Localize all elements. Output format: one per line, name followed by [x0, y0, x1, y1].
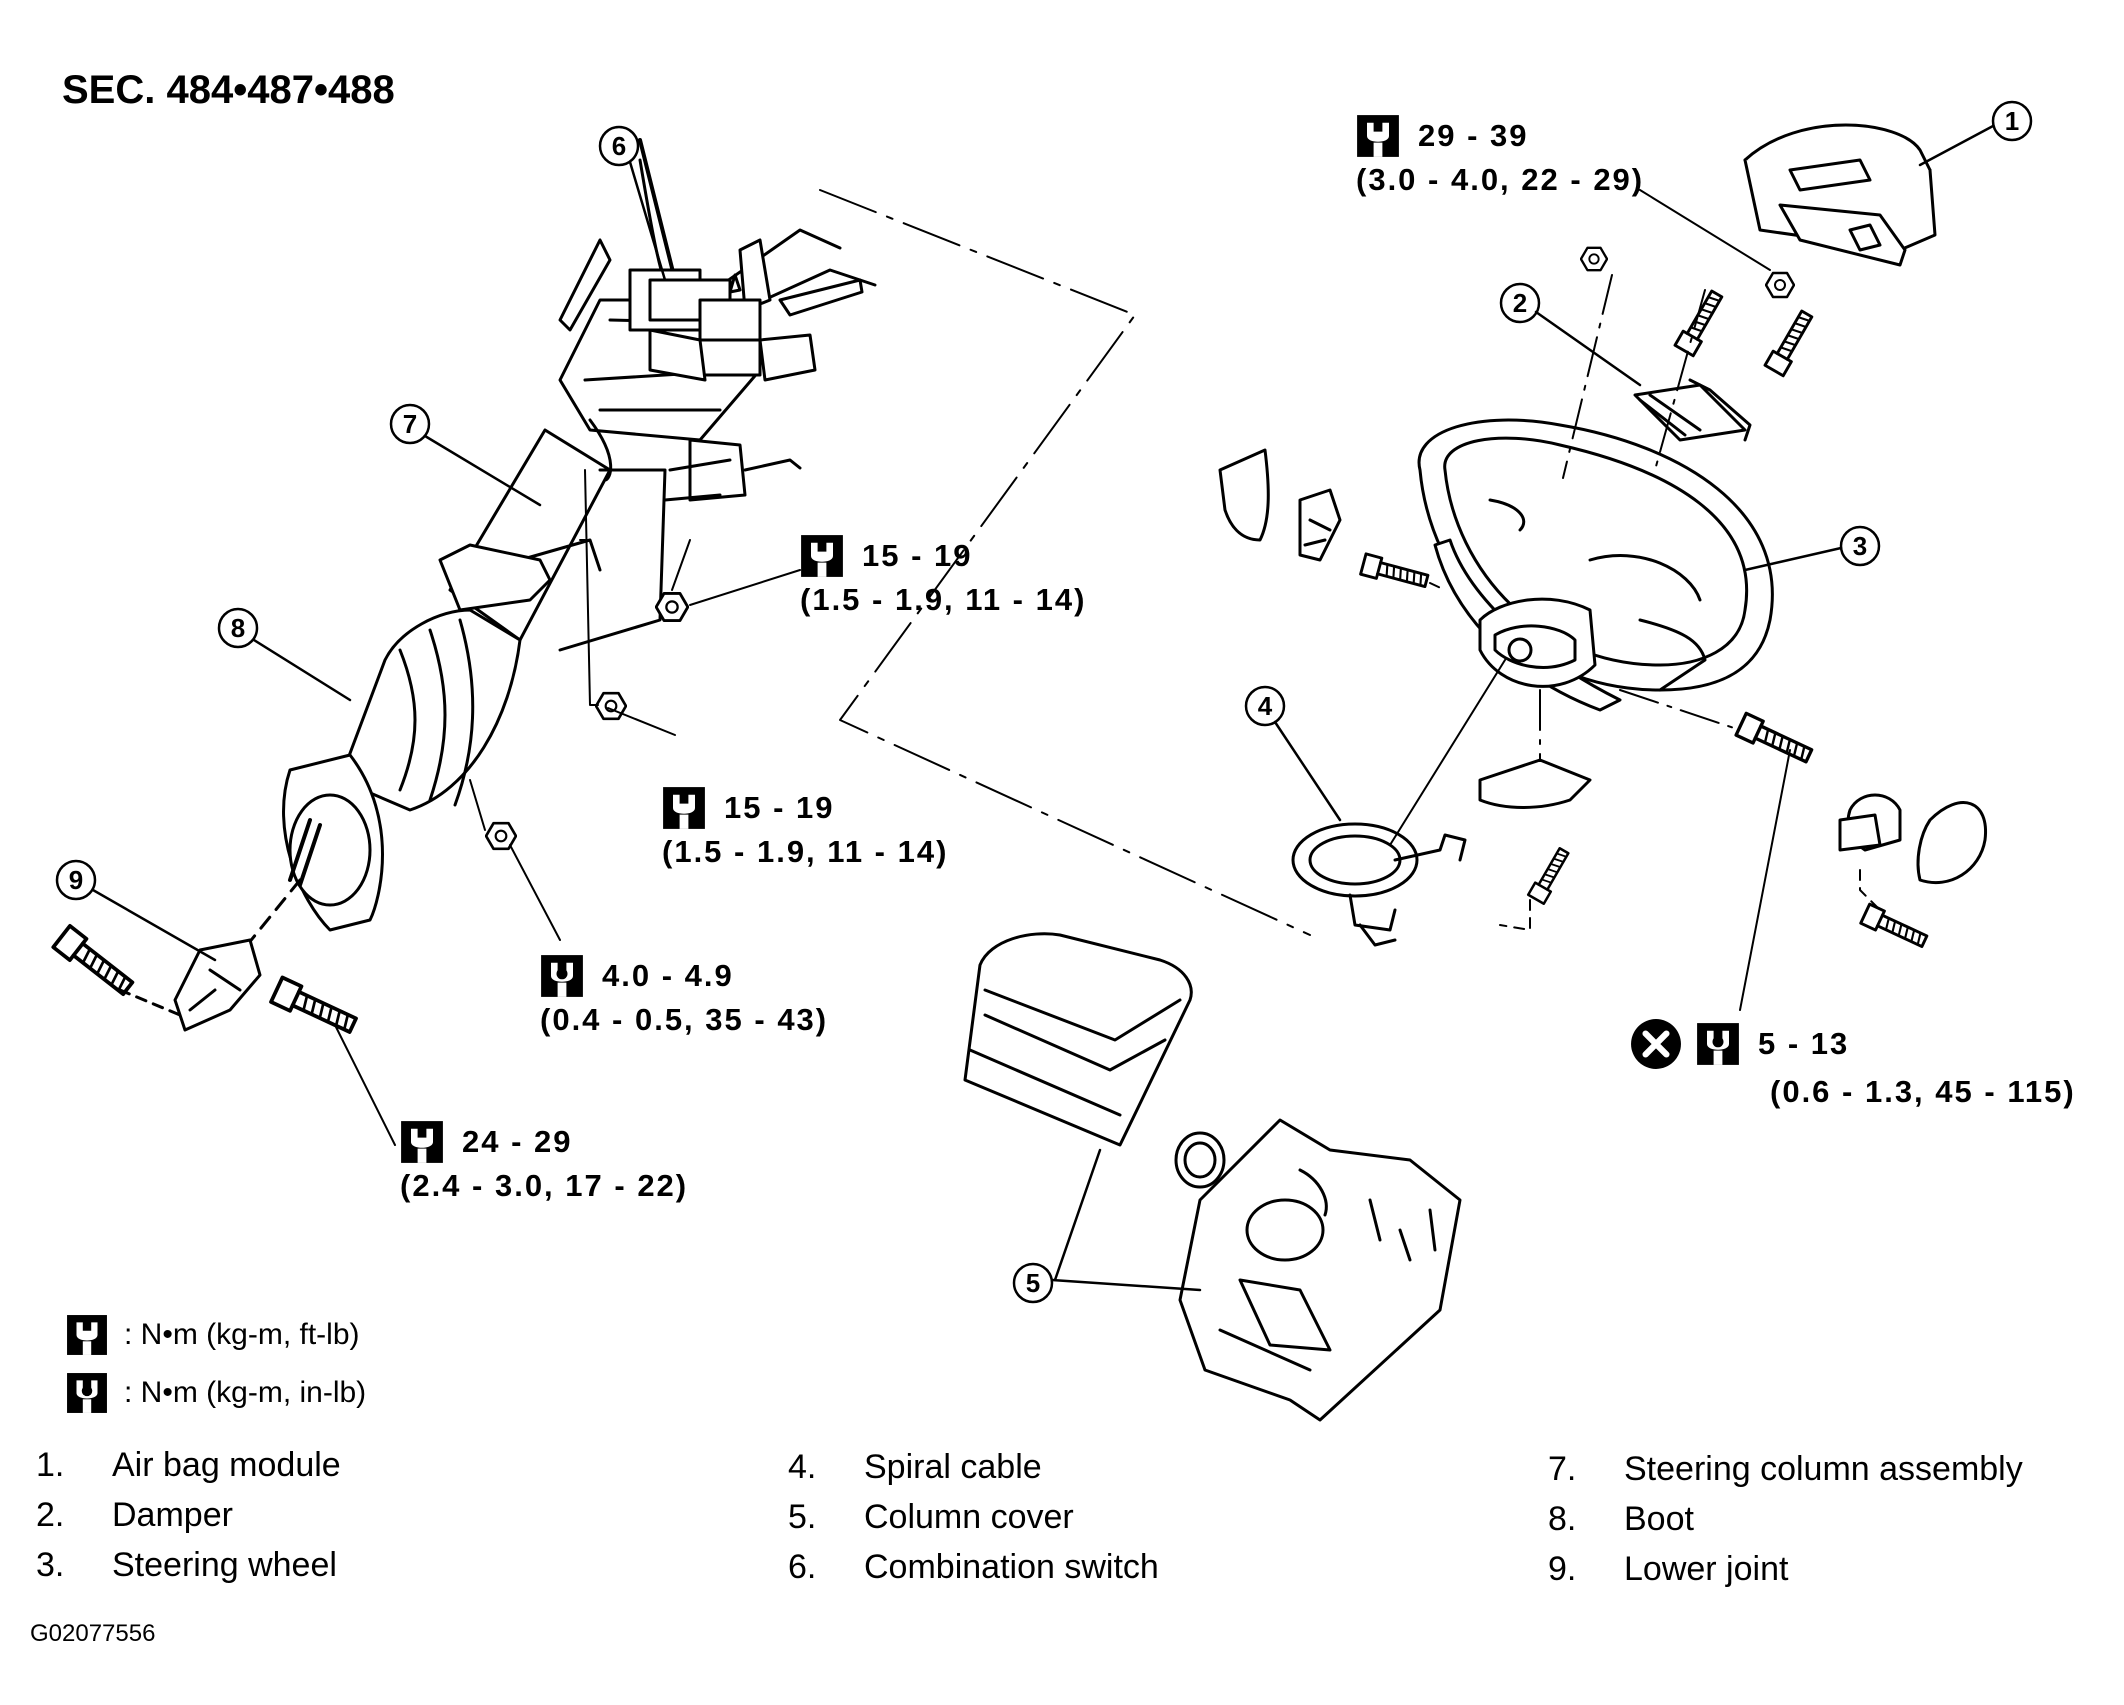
- column-cover-upper-drawing: [963, 932, 1193, 1147]
- part-item: 2.Damper: [36, 1496, 233, 1534]
- callout-7: 7: [403, 409, 417, 439]
- wrench-ft-lb-icon: [401, 1121, 443, 1163]
- callout-2: 2: [1513, 288, 1527, 318]
- legend-in-lb: : N•m (kg-m, in-lb): [66, 1372, 366, 1414]
- wrench-ft-lb-icon: [1357, 115, 1399, 157]
- callout-5: 5: [1026, 1268, 1040, 1298]
- wrench-ft-lb-icon: [67, 1315, 107, 1355]
- part-item: 6.Combination switch: [788, 1548, 1159, 1586]
- torque-spec-5-13: 5 - 13 (0.6 - 1.3, 45 - 115): [1630, 1018, 2076, 1114]
- figure-reference: G02077556: [30, 1620, 156, 1647]
- legend-ft-lb: : N•m (kg-m, ft-lb): [66, 1314, 360, 1356]
- wrench-in-lb-icon: [67, 1373, 107, 1413]
- part-item: 1.Air bag module: [36, 1446, 341, 1484]
- steering-wheel-drawing: [1417, 418, 1774, 712]
- air-bag-module-drawing: [1743, 123, 1937, 267]
- callout-6: 6: [612, 131, 626, 161]
- callout-8: 8: [231, 613, 245, 643]
- combination-switch-drawing: [558, 238, 864, 502]
- wrench-ft-lb-icon: [801, 535, 843, 577]
- wrench-in-lb-icon: [541, 955, 583, 997]
- torque-spec-4-4.9: 4.0 - 4.9 (0.4 - 0.5, 35 - 43): [540, 954, 828, 1042]
- part-item: 4.Spiral cable: [788, 1448, 1042, 1486]
- callout-1: 1: [2005, 106, 2019, 136]
- steering-column-drawing: [53, 138, 877, 1037]
- torque-spec-15-19-upper: 15 - 19 (1.5 - 1.9, 11 - 14): [800, 534, 1086, 622]
- callout-4: 4: [1258, 691, 1273, 721]
- spiral-cable-drawing: [1291, 822, 1467, 947]
- parts-list: 1.Air bag module 2.Damper 3.Steering whe…: [36, 1440, 2096, 1610]
- section-title: SEC. 484•487•488: [62, 68, 395, 112]
- part-item: 5.Column cover: [788, 1498, 1074, 1536]
- part-item: 7.Steering column assembly: [1548, 1450, 2023, 1488]
- part-item: 3.Steering wheel: [36, 1546, 337, 1584]
- wrench-ft-lb-icon: [663, 787, 705, 829]
- callout-3: 3: [1853, 531, 1867, 561]
- part-item: 8.Boot: [1548, 1500, 1694, 1538]
- column-cover-lower-drawing: [1178, 1118, 1462, 1422]
- do-not-reuse-icon: [1631, 1019, 1681, 1069]
- damper-drawing: [1633, 378, 1752, 442]
- callout-9: 9: [69, 865, 83, 895]
- part-item: 9.Lower joint: [1548, 1550, 1789, 1588]
- torque-spec-15-19-lower: 15 - 19 (1.5 - 1.9, 11 - 14): [662, 786, 948, 874]
- torque-spec-29-39: 29 - 39 (3.0 - 4.0, 22 - 29): [1356, 114, 1644, 202]
- torque-spec-24-29: 24 - 29 (2.4 - 3.0, 17 - 22): [400, 1120, 688, 1208]
- wrench-in-lb-icon: [1697, 1023, 1739, 1065]
